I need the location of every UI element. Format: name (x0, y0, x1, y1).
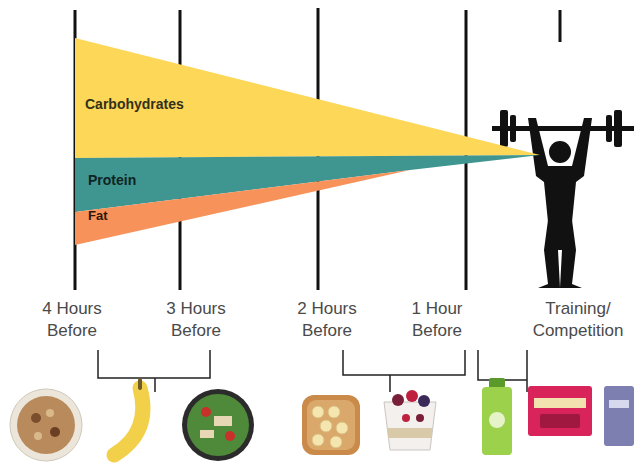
banana-slice (330, 436, 342, 448)
weight-plate (606, 115, 612, 142)
energy-chews-pack (528, 386, 592, 436)
chicken (214, 416, 232, 426)
bracket (478, 350, 527, 392)
timeline-lines (75, 8, 560, 290)
fat-band: Fat (75, 170, 410, 245)
banana (114, 380, 143, 455)
energy-gel (604, 386, 634, 446)
time-line (559, 10, 562, 42)
bowl (182, 389, 254, 461)
berry (416, 414, 424, 422)
banana-slice (312, 406, 324, 418)
banana-body (114, 388, 143, 455)
bread-crust (302, 395, 360, 455)
band-label: Carbohydrates (85, 96, 184, 112)
nut (50, 427, 60, 437)
banana-stem (138, 380, 142, 388)
gel-pack (604, 386, 634, 446)
legs (538, 220, 582, 288)
torso-arms (528, 118, 592, 222)
granola-layer (388, 428, 432, 438)
band-label: Protein (88, 172, 136, 188)
time-label: 3 Hours Before (151, 298, 241, 342)
carbohydrate-band: Carbohydrates (75, 38, 540, 158)
banana-slice (312, 434, 324, 446)
pouch-logo (489, 412, 505, 428)
weightlifter-figure (492, 110, 634, 288)
bracket (98, 350, 210, 392)
weight-plate (500, 110, 508, 147)
yogurt-parfait (384, 390, 436, 450)
banana-slice (320, 420, 332, 432)
pack-window (540, 414, 580, 428)
time-label: 2 Hours Before (282, 298, 372, 342)
berry (406, 390, 418, 402)
bowl (10, 389, 82, 461)
banana-slice (336, 422, 348, 434)
greens (187, 394, 249, 456)
band-shape (75, 170, 410, 245)
time-label: Training/ Competition (523, 298, 633, 342)
pouch-cap (489, 378, 505, 388)
berry (402, 414, 410, 422)
chicken (200, 430, 214, 438)
weight-plate (614, 110, 622, 147)
head (549, 141, 571, 163)
glass (384, 402, 436, 450)
gel-band (609, 400, 629, 408)
toast (302, 395, 360, 455)
granola (17, 396, 75, 454)
brackets (98, 350, 527, 392)
salad-bowl (182, 389, 254, 461)
pack-band (534, 398, 586, 408)
tomato (225, 431, 235, 441)
time-label: 1 Hour Before (392, 298, 482, 342)
nut (31, 413, 41, 423)
bracket (343, 350, 465, 392)
band-fill (75, 38, 540, 158)
fruit-pouch (482, 378, 512, 455)
banana-slice (328, 406, 340, 418)
band-fill (75, 170, 410, 245)
band-label: Fat (88, 209, 108, 224)
weight-plate (510, 115, 516, 142)
berry (418, 395, 430, 407)
berry (392, 394, 404, 406)
granola-bowl (10, 389, 82, 461)
nut (46, 409, 54, 417)
pouch (482, 387, 512, 455)
tomato (201, 407, 211, 417)
nut (34, 432, 42, 440)
pack (528, 386, 592, 436)
peanut-butter (307, 400, 355, 450)
time-label: 4 Hours Before (27, 298, 117, 342)
